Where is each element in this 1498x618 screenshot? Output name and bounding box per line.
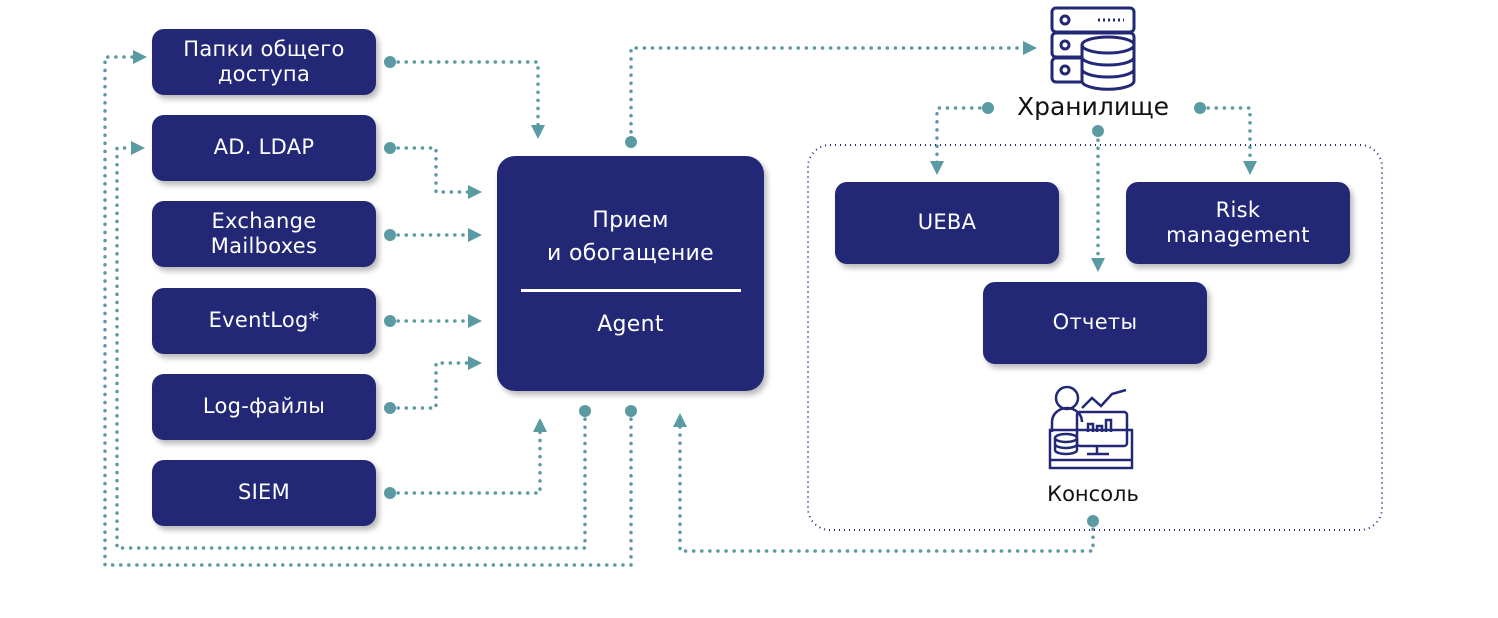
source-label: доступа: [217, 62, 311, 86]
source-label: Log-файлы: [202, 394, 326, 419]
analyst-console-icon: [1048, 385, 1134, 470]
storage-label: Хранилище: [1016, 92, 1170, 121]
module-label: Risk: [1215, 197, 1261, 222]
agent-subtitle: Agent: [597, 312, 664, 338]
connector-shared-to-agent: [388, 60, 545, 139]
database-server-icon: [1050, 6, 1136, 91]
connector-storage-to-risk: [1198, 106, 1257, 175]
connector-console-to-agent: [673, 413, 1095, 553]
connector-agent-to-storage: [629, 41, 1037, 142]
source-ad-ldap[interactable]: AD. LDAP: [152, 115, 376, 181]
module-ueba[interactable]: UEBA: [835, 182, 1059, 264]
agent-divider: [520, 289, 741, 293]
connector-logs-to-agent: [388, 356, 482, 410]
connector-agent-to-shared: [103, 50, 633, 567]
agent-title: и обогащение: [547, 240, 714, 266]
connector-siem-to-agent: [388, 418, 547, 495]
module-label: management: [1166, 223, 1310, 247]
source-label: SIEM: [237, 480, 291, 505]
source-label: EventLog*: [208, 308, 320, 333]
source-siem[interactable]: SIEM: [152, 460, 376, 526]
source-label: Exchange: [211, 208, 317, 233]
module-label: Отчеты: [1052, 310, 1138, 335]
source-label: AD. LDAP: [213, 135, 315, 160]
connector-agent-to-ad: [115, 141, 587, 550]
module-reports[interactable]: Отчеты: [983, 282, 1207, 364]
agent-title: Прием: [592, 208, 669, 234]
analytics-frame: [807, 144, 1383, 531]
source-label: Mailboxes: [210, 234, 318, 258]
connector-ad-to-agent: [388, 146, 482, 199]
module-label: UEBA: [917, 210, 977, 235]
agent-box[interactable]: Прием и обогащение Agent: [497, 156, 764, 391]
source-log-files[interactable]: Log-файлы: [152, 374, 376, 440]
console-label: Консоль: [1047, 482, 1139, 506]
source-label: Папки общего: [183, 36, 345, 61]
connector-storage-to-ueba: [930, 106, 990, 175]
source-eventlog[interactable]: EventLog*: [152, 288, 376, 354]
